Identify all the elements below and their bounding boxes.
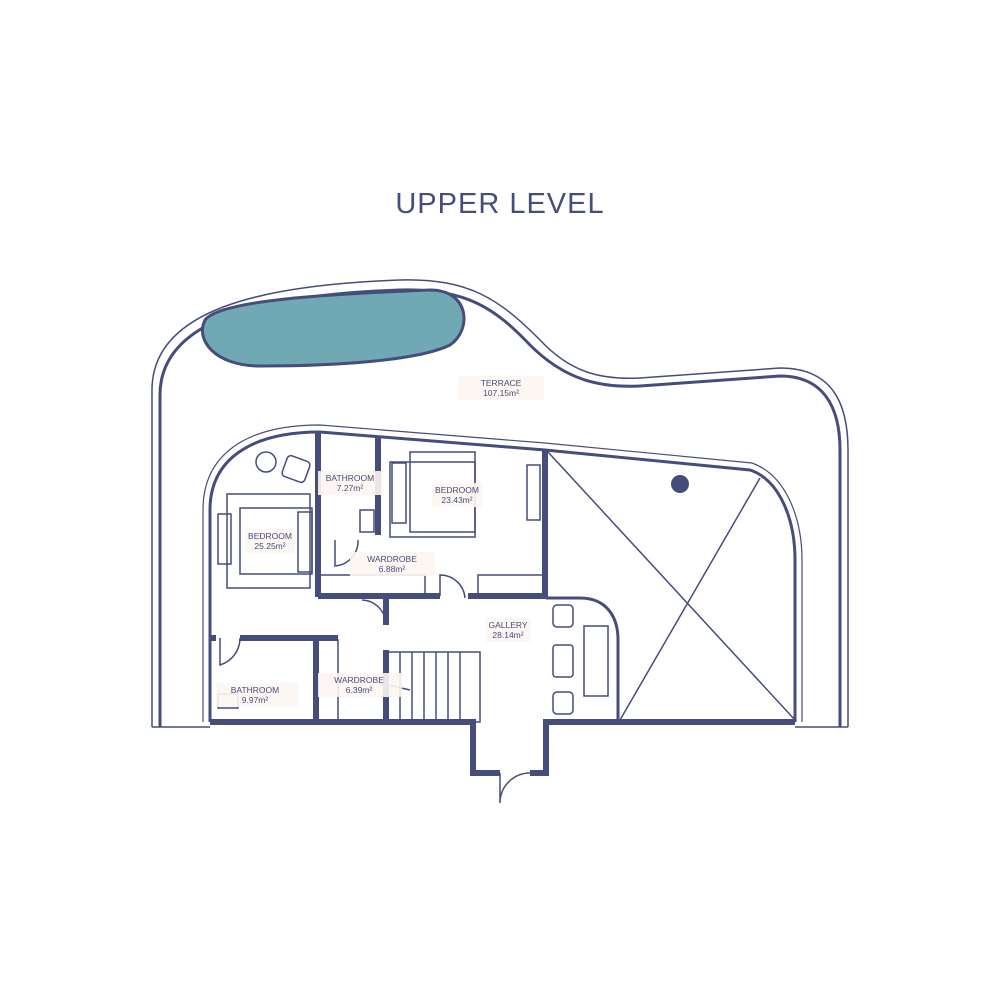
svg-text:9.97m²: 9.97m²: [242, 695, 269, 705]
svg-text:23.43m²: 23.43m²: [441, 495, 472, 505]
page-title: UPPER LEVEL: [395, 188, 605, 220]
furniture: [217, 451, 609, 715]
svg-text:6.88m²: 6.88m²: [379, 564, 406, 574]
column: [671, 475, 689, 493]
exterior-wall: [208, 430, 797, 722]
terrace-outline: [151, 279, 849, 727]
svg-text:25.25m²: 25.25m²: [254, 541, 285, 551]
svg-text:7.27m²: 7.27m²: [337, 483, 364, 493]
void-cross: [547, 451, 796, 721]
svg-text:TERRACE: TERRACE: [481, 378, 522, 388]
room-label-wardrobe-1: WARDROBE 6.88m²: [350, 552, 435, 576]
svg-text:WARDROBE: WARDROBE: [334, 675, 384, 685]
svg-text:6.39m²: 6.39m²: [346, 685, 373, 695]
svg-text:BATHROOM: BATHROOM: [326, 473, 374, 483]
svg-text:28.14m²: 28.14m²: [492, 630, 523, 640]
svg-text:WARDROBE: WARDROBE: [367, 554, 417, 564]
room-label-bathroom-1: BATHROOM 7.27m²: [318, 471, 382, 495]
svg-text:BEDROOM: BEDROOM: [248, 531, 292, 541]
room-label-bedroom-2: BEDROOM 25.25m²: [245, 529, 295, 553]
bottom-wall: [210, 719, 795, 776]
room-label-bathroom-2: BATHROOM 9.97m²: [216, 683, 298, 707]
pool: [200, 288, 466, 368]
room-label-terrace: TERRACE 107.15m²: [458, 376, 544, 400]
svg-text:BATHROOM: BATHROOM: [231, 685, 279, 695]
room-label-gallery: GALLERY 28.14m²: [486, 618, 531, 642]
room-label-bedroom-1: BEDROOM 23.43m²: [432, 483, 482, 507]
svg-text:GALLERY: GALLERY: [488, 620, 527, 630]
svg-text:107.15m²: 107.15m²: [483, 388, 519, 398]
room-label-wardrobe-2: WARDROBE 6.39m²: [318, 673, 402, 697]
svg-text:BEDROOM: BEDROOM: [435, 485, 479, 495]
